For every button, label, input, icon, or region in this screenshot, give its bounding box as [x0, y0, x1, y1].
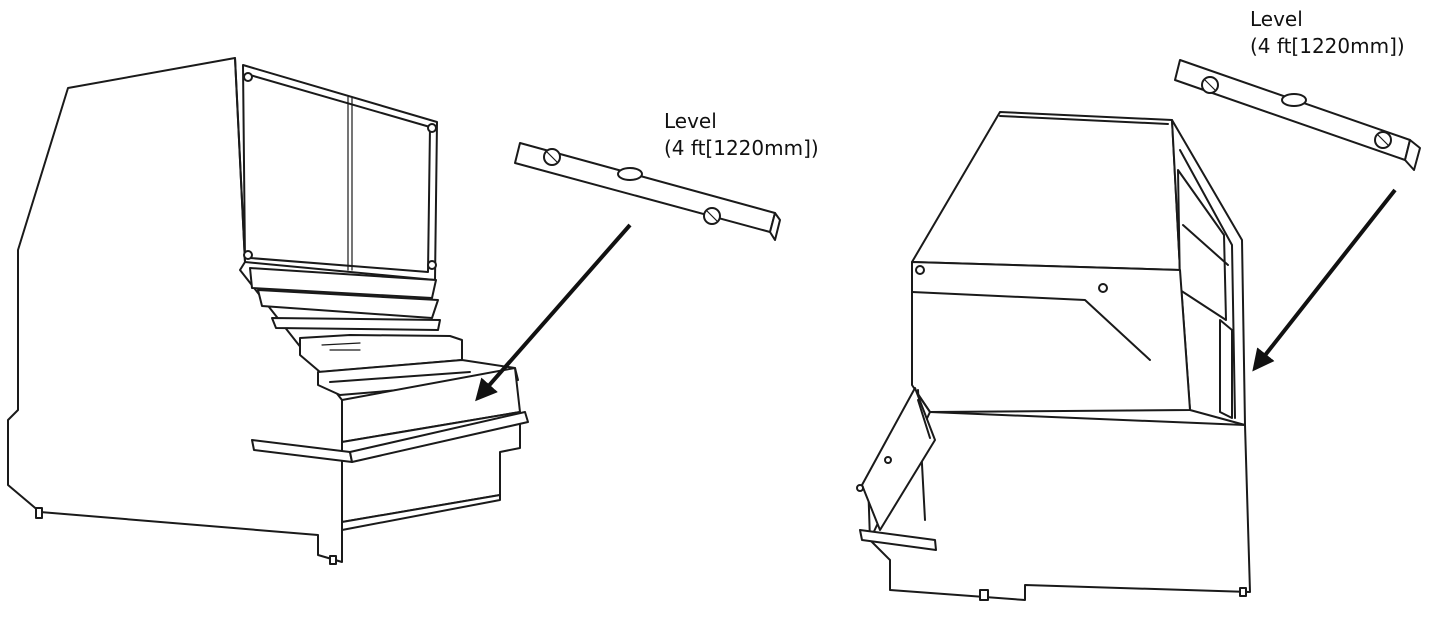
level-label-right-size: (4 ft[1220mm])	[1250, 34, 1405, 58]
arrow-icon-right	[1252, 188, 1397, 372]
level-tool-left	[514, 142, 781, 241]
level-label-left-size: (4 ft[1220mm])	[664, 136, 819, 160]
arrow-icon-left	[475, 223, 632, 402]
level-tool-right	[1174, 59, 1421, 171]
level-label-right-name: Level	[1250, 7, 1303, 31]
display-case-right	[856, 111, 1251, 601]
display-case-left	[7, 57, 529, 565]
level-label-left: Level (4 ft[1220mm])	[664, 108, 819, 162]
level-label-right: Level (4 ft[1220mm])	[1250, 6, 1405, 60]
level-label-left-name: Level	[664, 109, 717, 133]
